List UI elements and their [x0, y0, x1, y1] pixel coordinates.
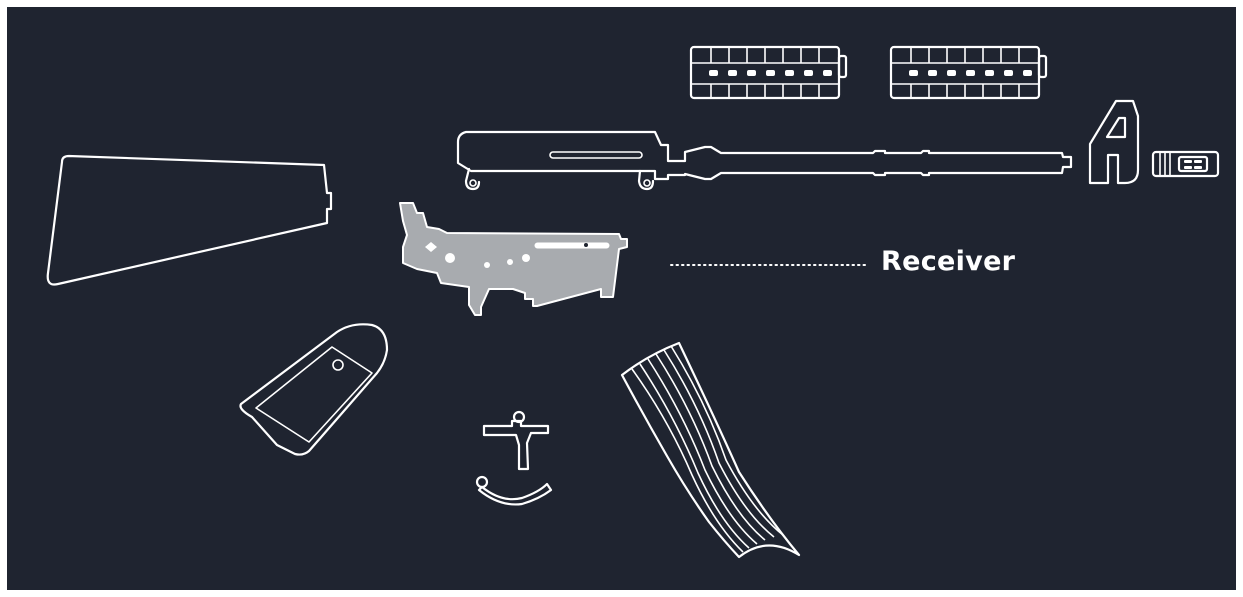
- buttstock: [48, 156, 331, 285]
- magazine: [622, 343, 799, 557]
- trigger-group: [477, 412, 551, 504]
- upper-receiver-barrel: [458, 132, 1071, 189]
- muzzle-device: [1153, 152, 1218, 176]
- handguard-rail-left: [691, 47, 846, 98]
- receiver-label: Receiver: [881, 248, 1015, 275]
- receiver: [400, 203, 627, 315]
- front-sight: [1090, 101, 1138, 183]
- pistol-grip: [240, 324, 387, 454]
- handguard-rail-right: [891, 47, 1046, 98]
- diagram-panel: Receiver: [7, 7, 1236, 590]
- exploded-rifle-diagram: [7, 7, 1236, 590]
